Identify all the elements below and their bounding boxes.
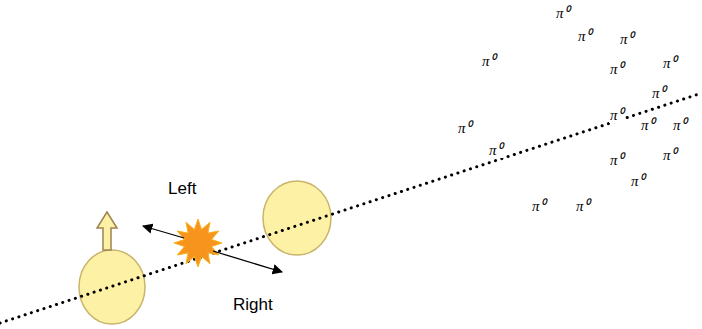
pion-label: π⁰: [630, 174, 645, 189]
pion-label: π⁰: [609, 62, 624, 77]
pion-label: π⁰: [531, 199, 546, 214]
pion-label: π⁰: [662, 148, 677, 163]
direction-label: Right: [233, 296, 273, 313]
pion-label: π⁰: [672, 118, 687, 133]
pion-label: π⁰: [555, 6, 570, 21]
pion-label: π⁰: [457, 121, 472, 136]
pion-label: π⁰: [640, 118, 655, 133]
left-arrow: [143, 226, 184, 238]
pion-label: π⁰: [651, 86, 666, 101]
pion-label: π⁰: [619, 32, 634, 47]
pion-label: π⁰: [481, 54, 496, 69]
pion-label: π⁰: [662, 56, 677, 71]
collision-burst: [174, 219, 222, 267]
pion-label: π⁰: [575, 199, 590, 214]
beam-axis: [0, 93, 702, 323]
pion-label: π⁰: [609, 153, 624, 168]
pion-label: π⁰: [488, 143, 503, 158]
pion-label: π⁰: [609, 108, 624, 123]
spin-arrow: [97, 212, 117, 250]
pion-label: π⁰: [577, 29, 592, 44]
right-arrow: [213, 251, 282, 272]
direction-label: Left: [168, 180, 196, 197]
